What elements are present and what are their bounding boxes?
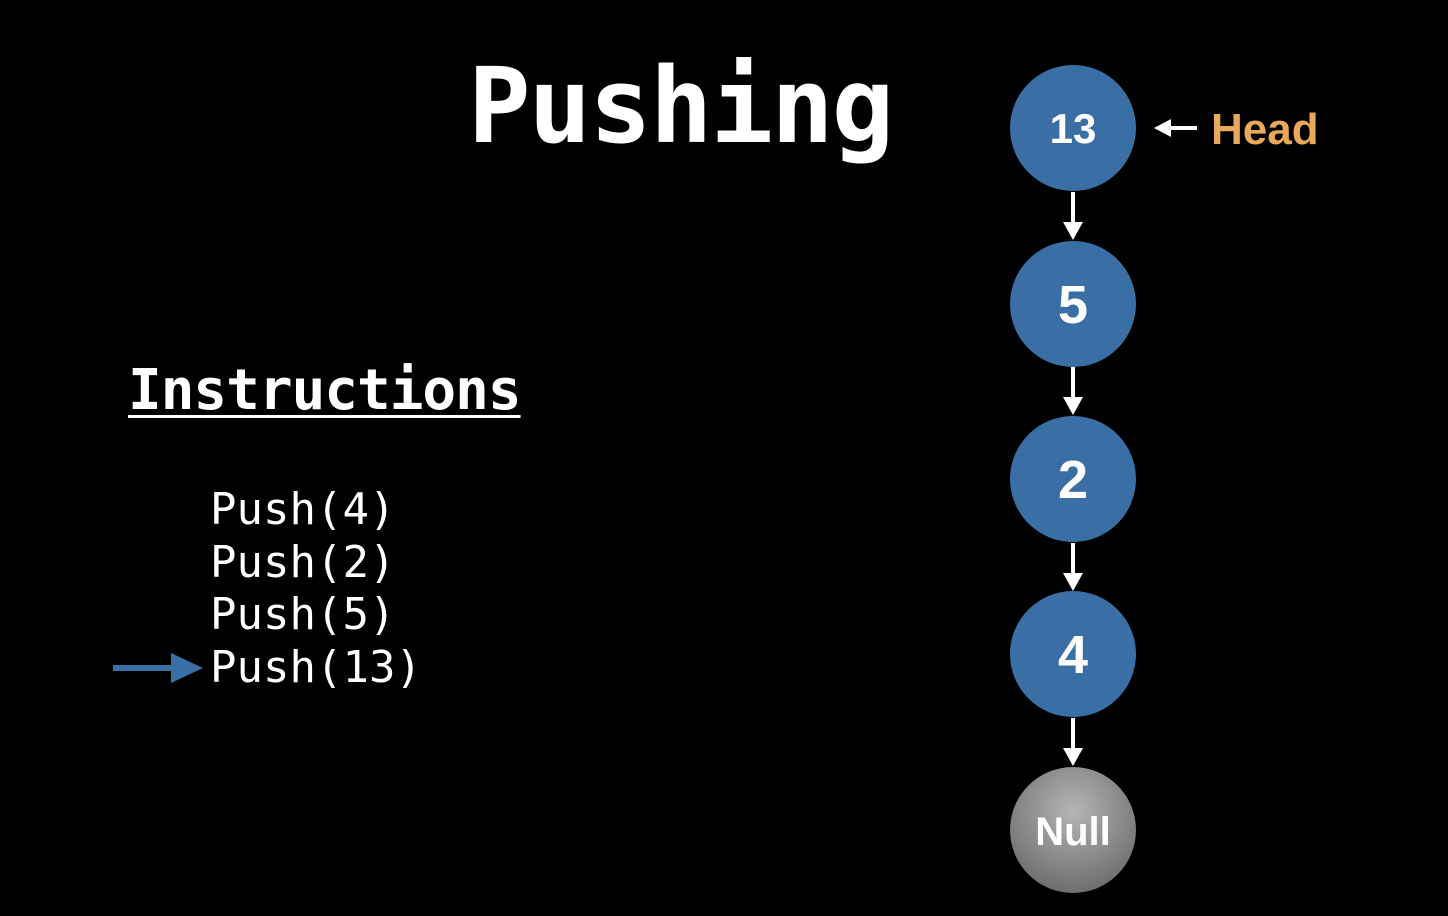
current-step-arrow-icon xyxy=(113,653,203,683)
null-label: Null xyxy=(1035,810,1111,854)
stack-node-2: 2 xyxy=(1010,416,1136,542)
instruction-list: Push(4) Push(2) Push(5) Push(13) xyxy=(210,484,422,694)
instruction-push-5: Push(5) xyxy=(210,589,396,640)
page-title: Pushing xyxy=(468,45,894,167)
node-value: 5 xyxy=(1058,275,1088,335)
link-arrow-icon xyxy=(1063,543,1083,591)
head-arrow-icon xyxy=(1154,119,1197,137)
link-arrow-icon xyxy=(1063,192,1083,240)
null-node: Null xyxy=(1010,767,1136,893)
stack-node-4: 4 xyxy=(1010,591,1136,717)
instruction-push-2: Push(2) xyxy=(210,536,396,588)
head-label: Head xyxy=(1211,105,1319,154)
link-arrow-icon xyxy=(1063,367,1083,415)
instructions-heading: Instructions xyxy=(128,358,522,423)
link-arrow-icon xyxy=(1063,718,1083,766)
stack-node-13: 13 xyxy=(1010,65,1136,191)
instruction-push-13: Push(13) xyxy=(210,641,422,693)
stack-node-5: 5 xyxy=(1010,241,1136,367)
node-value: 13 xyxy=(1050,105,1097,152)
node-value: 2 xyxy=(1058,450,1088,510)
instruction-push-4: Push(4) xyxy=(210,484,396,535)
node-value: 4 xyxy=(1058,625,1088,685)
